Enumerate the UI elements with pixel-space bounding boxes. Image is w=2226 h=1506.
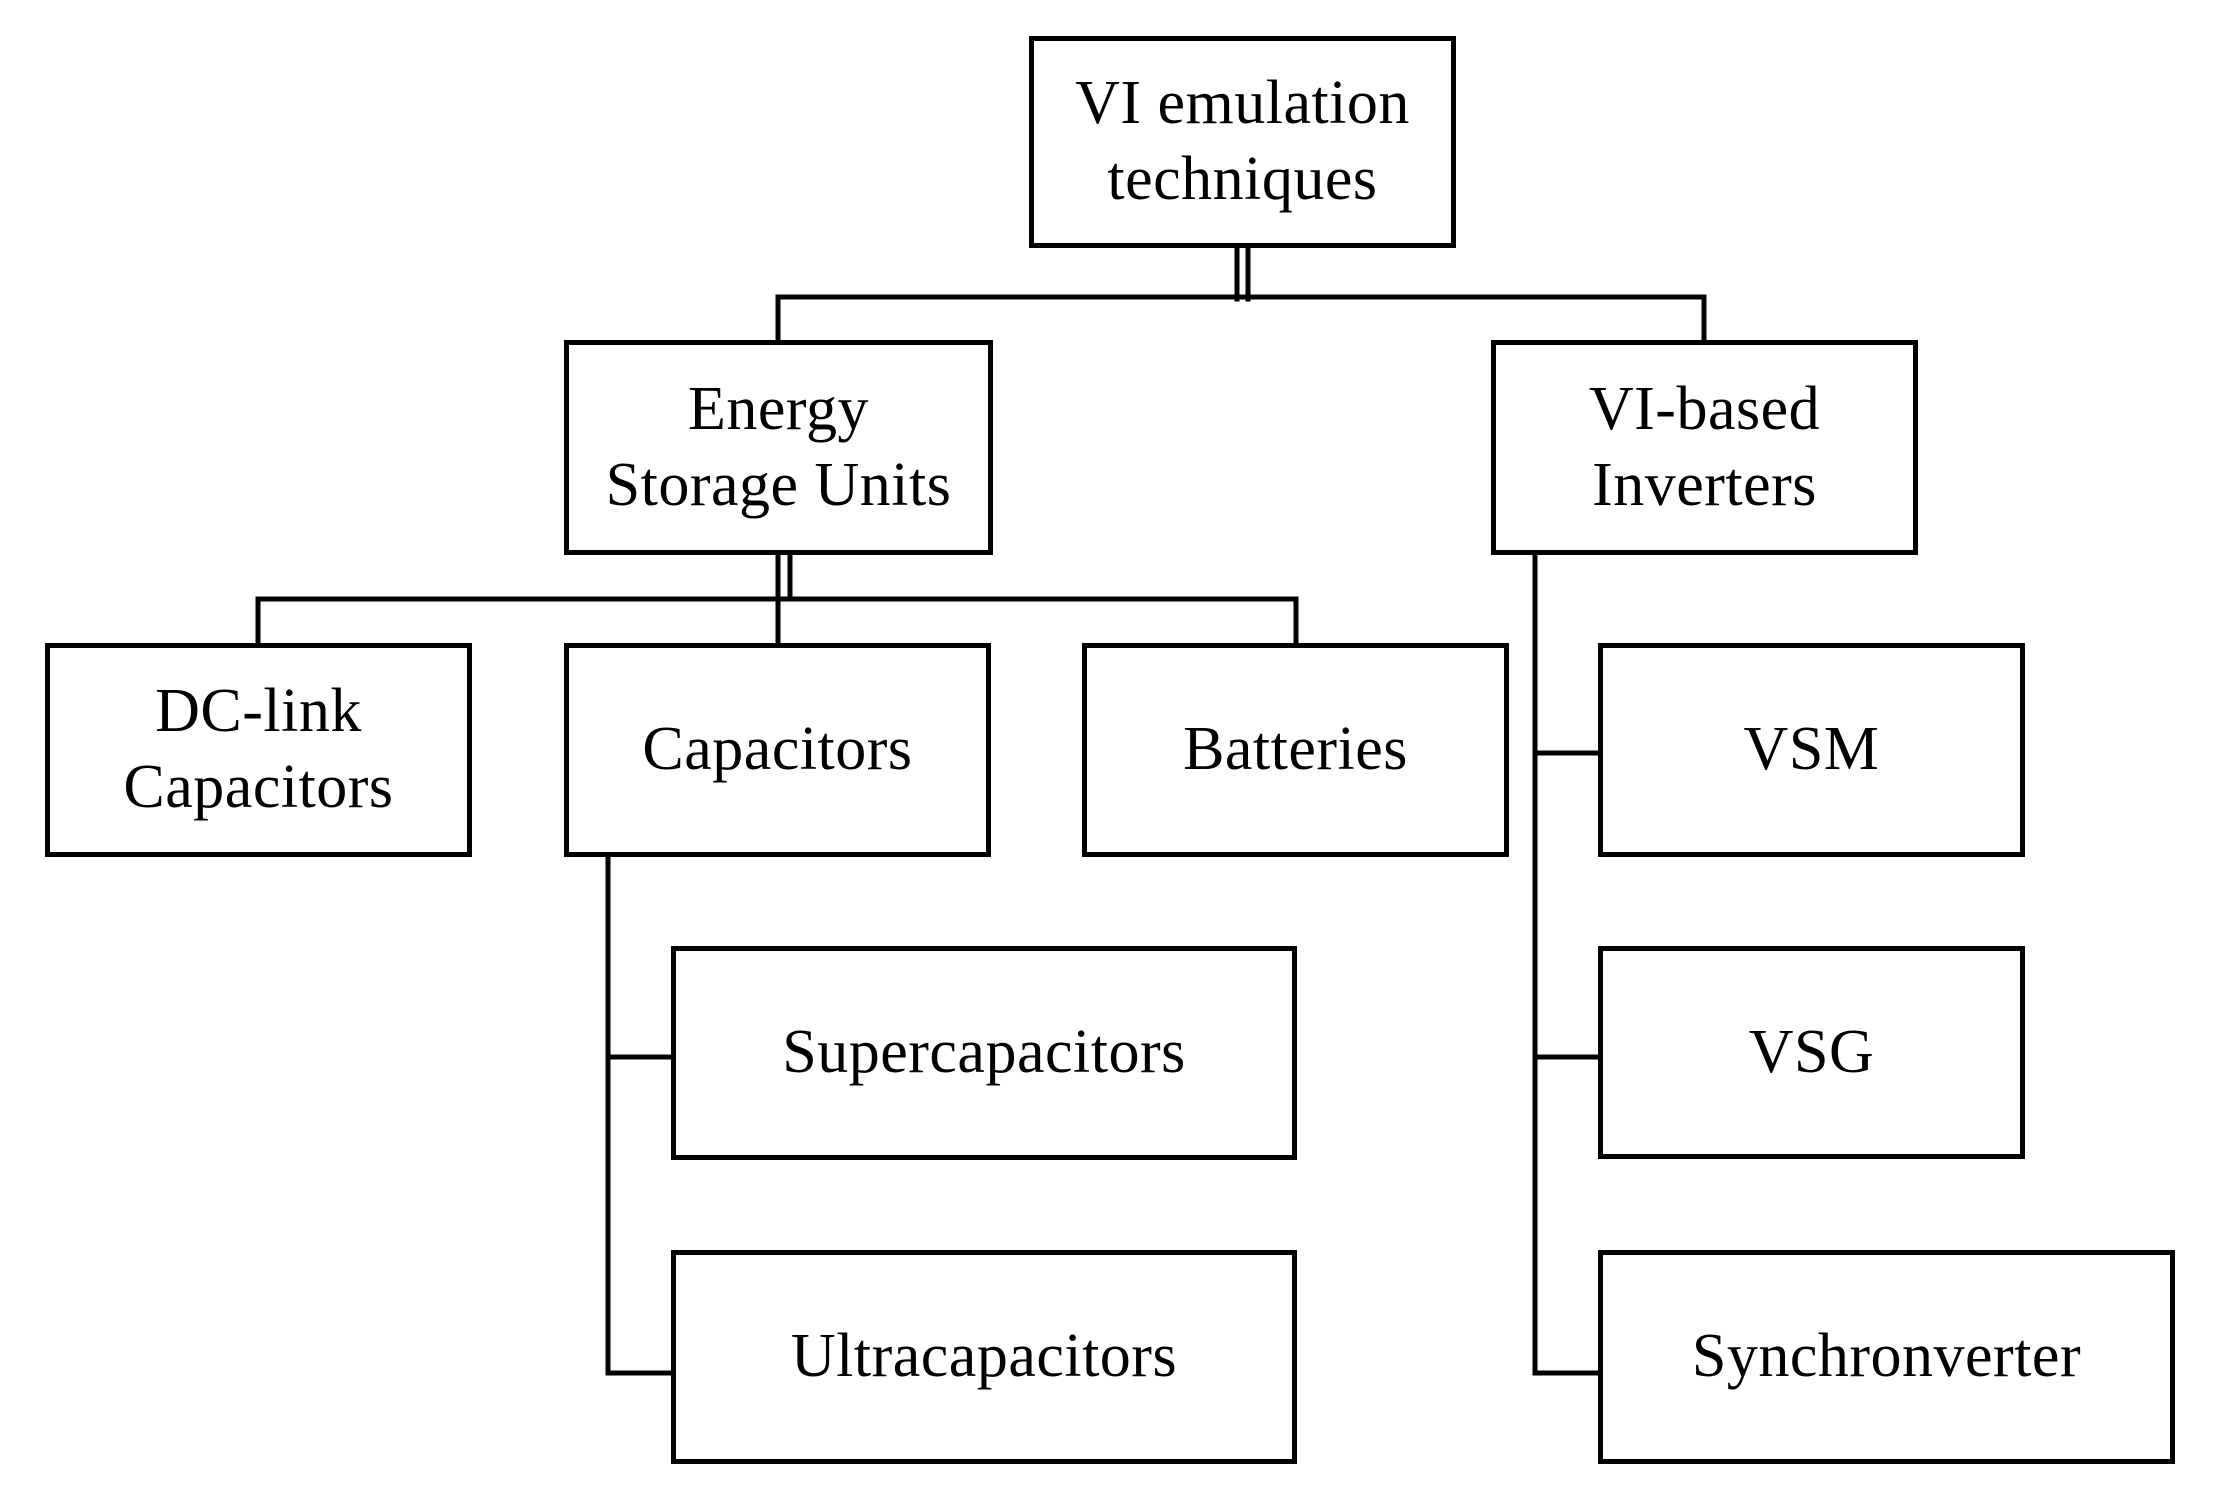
node-vi-based-inverters: VI-based Inverters — [1491, 340, 1918, 555]
node-ultracapacitors: Ultracapacitors — [671, 1250, 1297, 1464]
node-label-vsm: VSM — [1743, 715, 1880, 784]
node-label-ultracapacitors: Ultracapacitors — [790, 1322, 1178, 1391]
node-synchronverter: Synchronverter — [1598, 1250, 2175, 1464]
node-label-vsg: VSG — [1748, 1017, 1875, 1086]
node-label-synchronverter: Synchronverter — [1691, 1322, 2082, 1391]
node-label-batteries: Batteries — [1183, 715, 1408, 784]
node-energy-storage-units: Energy Storage Units — [564, 340, 993, 555]
node-vsg: VSG — [1598, 946, 2025, 1159]
node-label-capacitors: Capacitors — [642, 715, 913, 784]
node-capacitors: Capacitors — [564, 643, 991, 857]
node-label-energy-storage-units: Energy Storage Units — [605, 374, 952, 519]
node-label-dc-link-capacitors: DC-link Capacitors — [123, 677, 394, 821]
node-vi-emulation-techniques: VI emulation techniques — [1029, 36, 1456, 248]
node-label-supercapacitors: Supercapacitors — [782, 1018, 1186, 1087]
node-vsm: VSM — [1598, 643, 2025, 857]
node-batteries: Batteries — [1082, 643, 1509, 857]
node-label-vi-emulation-techniques: VI emulation techniques — [1075, 69, 1410, 213]
node-dc-link-capacitors: DC-link Capacitors — [45, 643, 472, 857]
node-label-vi-based-inverters: VI-based Inverters — [1588, 374, 1821, 519]
node-supercapacitors: Supercapacitors — [671, 946, 1297, 1160]
